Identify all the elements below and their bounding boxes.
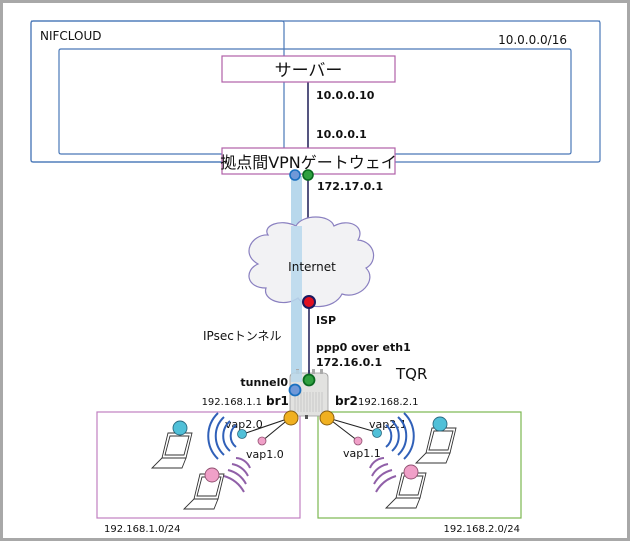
gateway-wan-node [302, 169, 314, 181]
gateway-public-ip: 172.17.0.1 [317, 180, 383, 193]
internet-cloud [248, 216, 375, 308]
router-wan-node [302, 373, 316, 387]
server-box [221, 55, 396, 83]
br2-node [319, 410, 335, 426]
router-wan-ip: 172.16.0.1 [316, 356, 382, 369]
server-label: サーバー [275, 61, 343, 81]
wifi-waves-lan1 [207, 412, 251, 493]
vap1-1-node [353, 436, 363, 446]
internet-label: Internet [288, 260, 336, 274]
lan1-box [96, 411, 301, 519]
laptop-lan2-cyan [414, 416, 457, 464]
lan2-cidr: 192.168.2.0/24 [443, 524, 520, 535]
vpc-cidr: 10.0.0.0/16 [498, 33, 567, 47]
ipsec-tunnel-label: IPsecトンネル [203, 329, 282, 343]
lan1-cidr: 192.168.1.0/24 [104, 524, 181, 535]
server-ip: 10.0.0.10 [316, 89, 375, 102]
laptop-lan1-pink [182, 467, 225, 510]
vap2-1-node [372, 428, 382, 438]
vap1-0-node [257, 436, 267, 446]
br1-ip: 192.168.1.1 [202, 397, 262, 408]
vap1-0-label: vap1.0 [246, 448, 284, 461]
vpn-gateway-label: 拠点間VPNゲートウェイ [220, 153, 397, 172]
br1-node [283, 410, 299, 426]
br1-label: br1 [266, 394, 289, 408]
router-wan-interface: ppp0 over eth1 [316, 341, 411, 354]
br2-ip: 192.168.2.1 [358, 397, 418, 408]
vap1-1-label: vap1.1 [343, 447, 381, 460]
router-tunnel-node [288, 383, 302, 397]
isp-label: ISP [316, 314, 336, 327]
router-device [289, 369, 329, 419]
laptop-lan2-pink [384, 464, 427, 509]
nifcloud-region [30, 20, 601, 163]
vpc-box [58, 48, 572, 155]
isp-node [302, 295, 316, 309]
nifcloud-label: NIFCLOUD [40, 29, 102, 43]
br2-label: br2 [335, 394, 358, 408]
lan2-box [317, 411, 522, 519]
router-name: TQR [395, 365, 427, 383]
tunnel-interface-label: tunnel0 [240, 376, 288, 389]
vap2-0-label: vap2.0 [225, 418, 263, 431]
vap2-0-node [237, 429, 247, 439]
laptop-lan1-cyan [150, 420, 193, 469]
gateway-private-ip: 10.0.0.1 [316, 128, 367, 141]
wifi-waves-lan2 [369, 412, 415, 493]
gateway-tunnel-node [289, 169, 301, 181]
